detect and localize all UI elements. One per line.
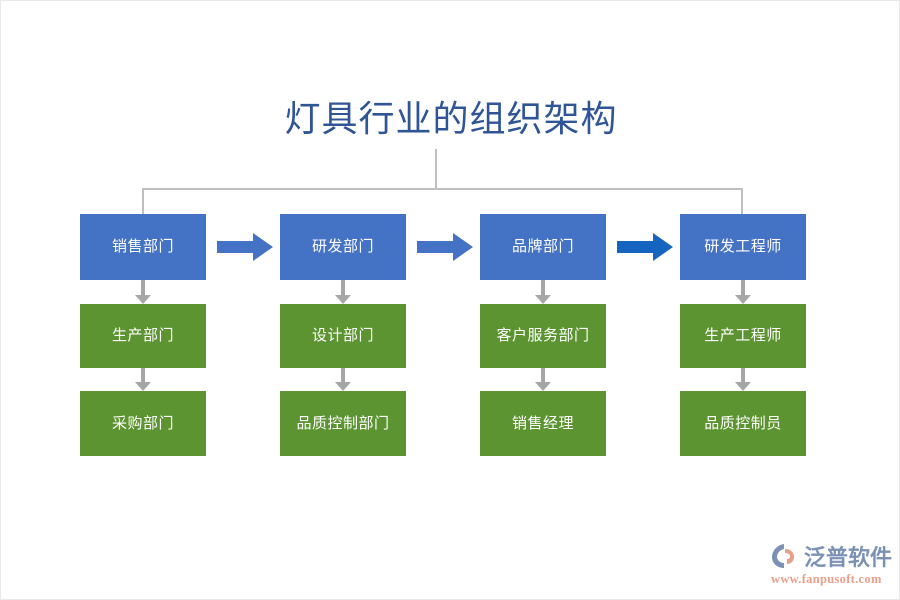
connector-col2-middle-to-bottom	[335, 368, 351, 391]
node-label: 客户服务部门	[496, 327, 590, 344]
node-col3-bottom[interactable]: 销售经理	[480, 391, 606, 456]
bracket-drop-line-col1	[142, 188, 144, 214]
node-col2-middle[interactable]: 设计部门	[280, 304, 406, 368]
node-label: 品质控制部门	[296, 414, 390, 432]
node-label: 生产工程师	[704, 327, 782, 344]
watermark-name: 泛普软件	[804, 545, 893, 570]
node-label: 品质控制员	[704, 414, 782, 432]
connector-col1-middle-to-bottom	[135, 368, 151, 391]
node-col4-middle[interactable]: 生产工程师	[680, 304, 806, 368]
arrow-rd-to-brand	[417, 233, 473, 261]
node-label: 生产部门	[111, 327, 174, 344]
node-label: 采购部门	[111, 414, 174, 432]
node-col4-top[interactable]: 研发工程师	[680, 214, 806, 280]
node-label: 研发部门	[311, 238, 374, 255]
connector-col1-top-to-middle	[135, 280, 151, 304]
node-label: 研发工程师	[704, 238, 782, 255]
bracket-stem-line	[435, 149, 437, 189]
node-label: 品牌部门	[511, 238, 574, 255]
connector-col2-top-to-middle	[335, 280, 351, 304]
watermark-url: www.fanpusoft.com	[771, 572, 882, 586]
node-col1-bottom[interactable]: 采购部门	[80, 391, 206, 456]
connector-col4-middle-to-bottom	[735, 368, 751, 391]
node-col2-bottom[interactable]: 品质控制部门	[280, 391, 406, 456]
connector-col3-top-to-middle	[535, 280, 551, 304]
node-label: 设计部门	[311, 327, 374, 344]
node-col3-middle[interactable]: 客户服务部门	[480, 304, 606, 368]
node-label: 销售经理	[511, 414, 574, 432]
connector-col4-top-to-middle	[735, 280, 751, 304]
arrow-brand-to-rd-engineer	[617, 233, 673, 261]
node-col2-top[interactable]: 研发部门	[280, 214, 406, 280]
node-col3-top[interactable]: 品牌部门	[480, 214, 606, 280]
node-label: 销售部门	[111, 238, 174, 255]
bracket-horizontal-line	[142, 188, 743, 190]
fanpu-logo-icon	[772, 544, 794, 568]
arrow-sales-to-rd	[217, 233, 273, 261]
connector-col3-middle-to-bottom	[535, 368, 551, 391]
page-title: 灯具行业的组织架构	[284, 98, 618, 139]
node-col1-middle[interactable]: 生产部门	[80, 304, 206, 368]
bracket-drop-line-col4	[741, 188, 743, 214]
watermark-logo: 泛普软件 www.fanpusoft.com	[771, 541, 893, 593]
node-col1-top[interactable]: 销售部门	[80, 214, 206, 280]
node-col4-bottom[interactable]: 品质控制员	[680, 391, 806, 456]
